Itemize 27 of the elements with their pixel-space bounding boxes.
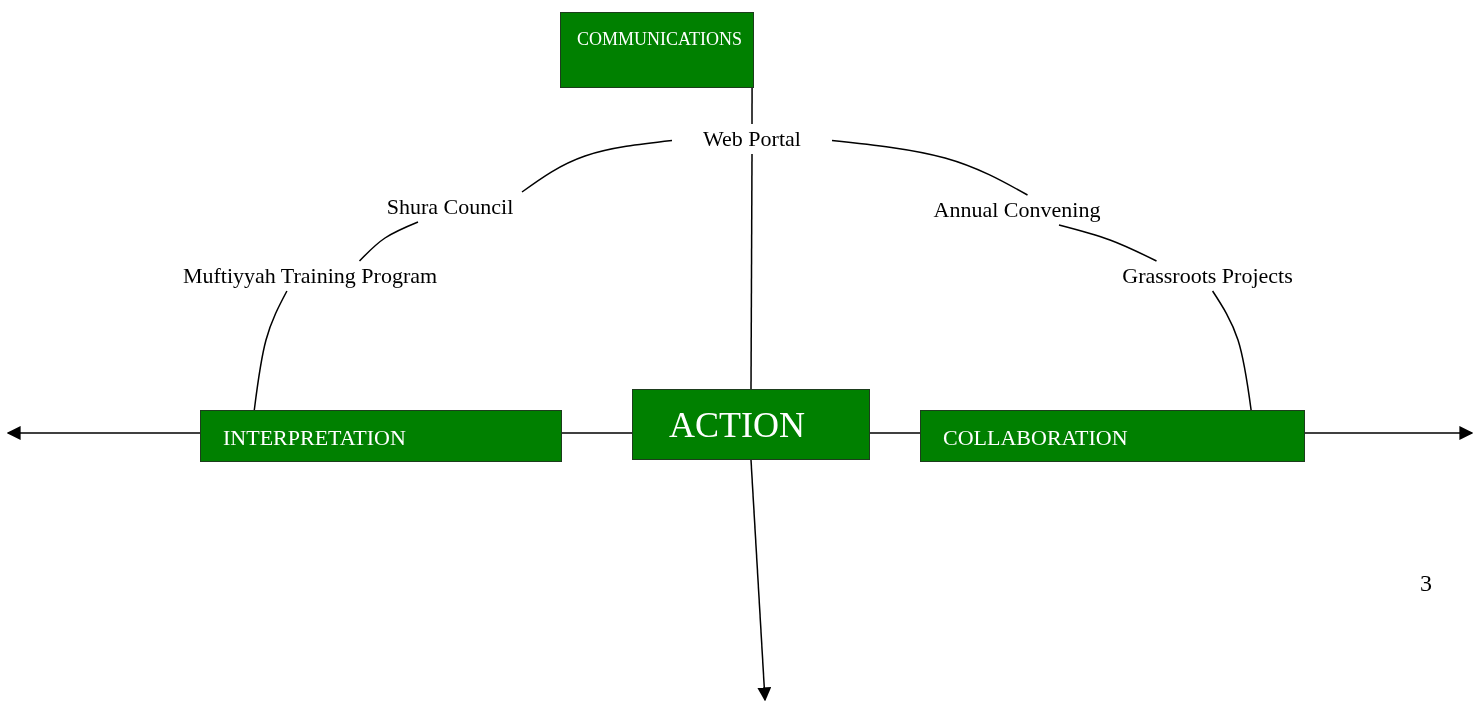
connector-line [751, 87, 753, 125]
process-box [632, 389, 870, 460]
process-box [560, 12, 754, 88]
box-label: COLLABORATION [943, 425, 1128, 451]
arrow [1304, 426, 1474, 440]
connector-line [750, 153, 753, 390]
box-label: ACTION [669, 404, 805, 446]
node-label: Web Portal [672, 124, 832, 154]
arrow [6, 426, 201, 440]
connector-line [1058, 224, 1158, 262]
connector-line [521, 139, 673, 193]
process-box [920, 410, 1305, 462]
connector-line [1211, 290, 1252, 411]
connector-line [831, 139, 1029, 196]
connector-line [869, 432, 921, 434]
node-label: Grassroots Projects [1080, 261, 1335, 291]
box-label: COMMUNICATIONS [577, 29, 742, 50]
page-number: 3 [1420, 570, 1432, 597]
connector-line [358, 221, 419, 262]
node-label: Annual Convening [912, 195, 1122, 225]
node-label: Muftiyyah Training Program [145, 261, 475, 291]
process-box [200, 410, 562, 462]
box-label: INTERPRETATION [223, 425, 406, 451]
node-label: Shura Council [370, 192, 530, 222]
arrow [750, 459, 772, 702]
connector-line [561, 432, 633, 434]
connector-line [253, 290, 288, 411]
